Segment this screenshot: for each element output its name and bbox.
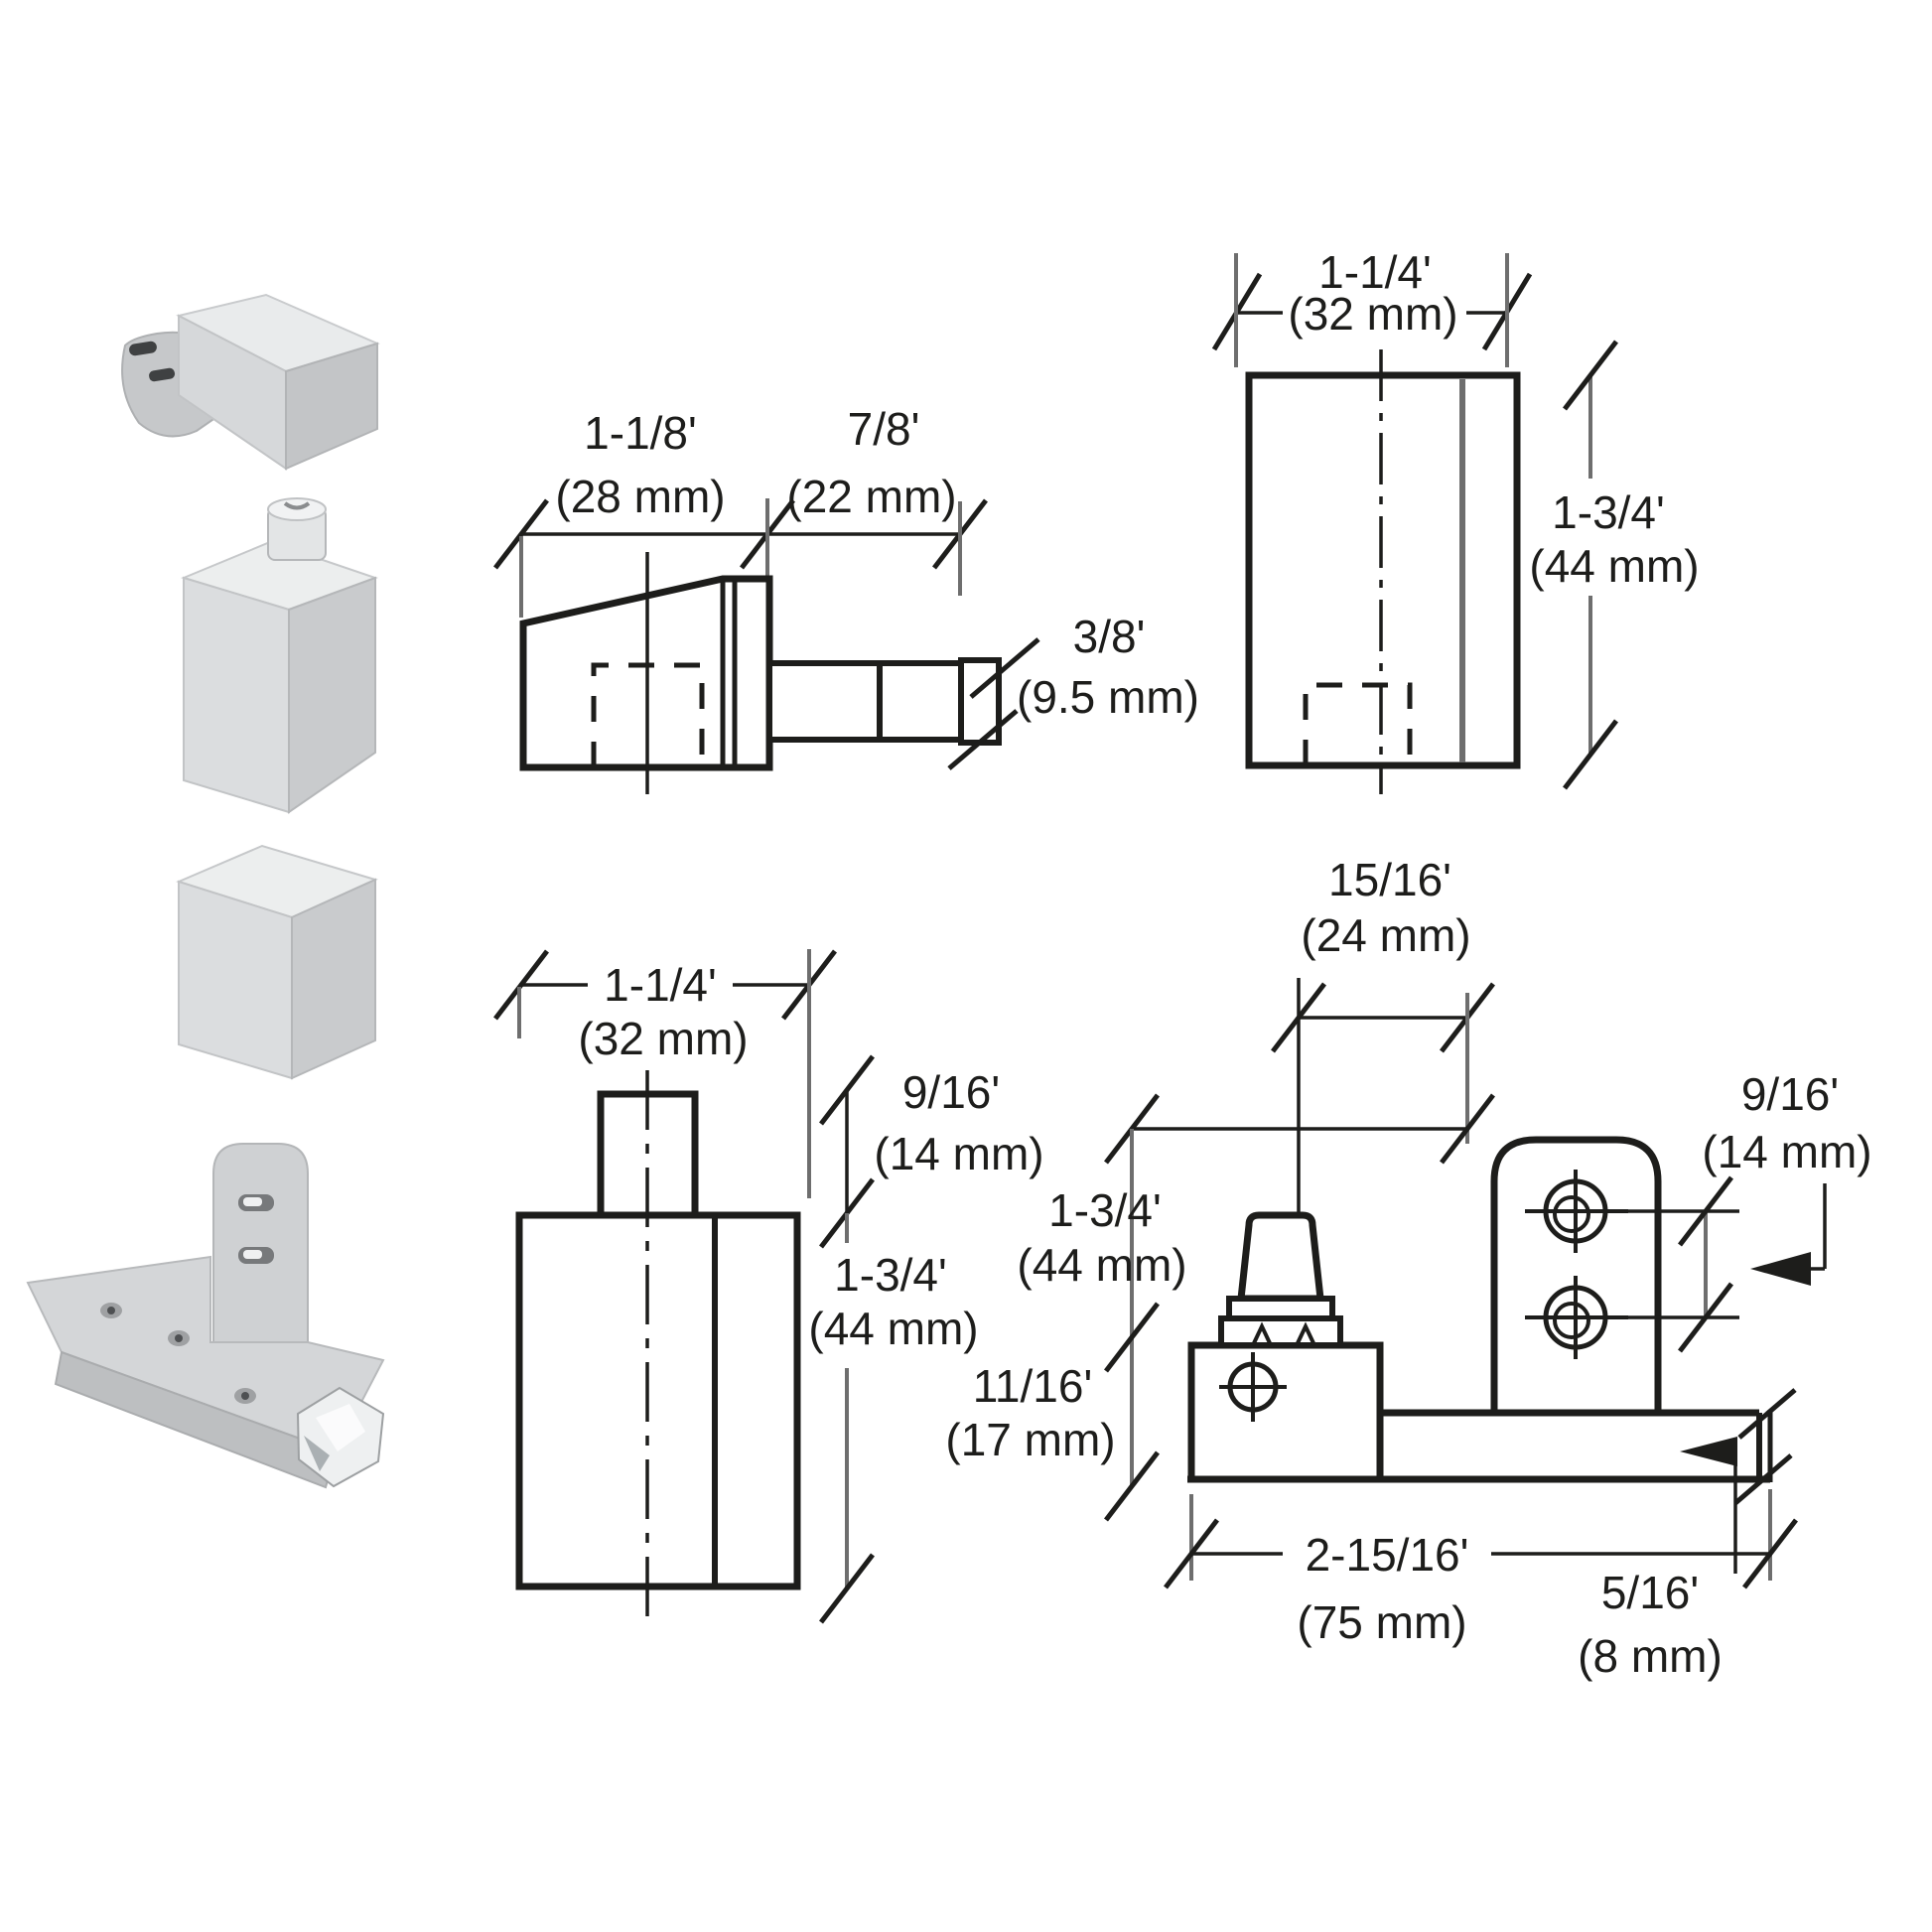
wedge-side-face bbox=[285, 342, 378, 471]
base-block-outline bbox=[1187, 1341, 1384, 1483]
dim-label-mm: (17 mm) bbox=[945, 1414, 1115, 1465]
dim-label-mm: (44 mm) bbox=[808, 1303, 978, 1354]
tick-mark bbox=[1563, 340, 1618, 411]
dim-label: 2-15/16' bbox=[1306, 1529, 1469, 1581]
pivot-boss-facet bbox=[304, 1436, 330, 1471]
dim-label-mm: (14 mm) bbox=[874, 1128, 1043, 1179]
screw-symbol bbox=[1219, 1352, 1287, 1422]
dim-label: 9/16' bbox=[902, 1066, 1000, 1118]
pivot-stub bbox=[1237, 1211, 1324, 1303]
block-left-face bbox=[183, 576, 290, 814]
dim-label-mm: (32 mm) bbox=[1288, 288, 1457, 340]
tick-mark bbox=[969, 637, 1040, 699]
photo-bottom-pivot-bracket bbox=[26, 1143, 385, 1489]
tick-mark bbox=[493, 949, 549, 1021]
tick-mark bbox=[1440, 1093, 1495, 1165]
pin-notch bbox=[283, 501, 311, 510]
tick-mark bbox=[1737, 1388, 1797, 1440]
dim-label-mm: (24 mm) bbox=[1301, 909, 1470, 961]
floor-pivot-drawing: 15/16' (24 mm) 1-3/4' (44 mm) 11/16' (17… bbox=[945, 854, 1871, 1682]
stub-leg bbox=[1295, 1321, 1316, 1346]
photo-cover-block bbox=[176, 844, 378, 1080]
stub-base-plate bbox=[1218, 1315, 1343, 1348]
plate-hole bbox=[149, 367, 176, 382]
dim-label-mm: (28 mm) bbox=[555, 471, 725, 522]
dim-label: 1-3/4' bbox=[1552, 486, 1665, 538]
dim-label: 9/16' bbox=[1741, 1068, 1839, 1120]
tick-mark bbox=[947, 709, 1019, 770]
hardware-photo-column bbox=[26, 293, 385, 1489]
dim-label: 1-3/4' bbox=[834, 1249, 947, 1301]
tick-mark bbox=[1164, 1518, 1219, 1589]
pivot-stem bbox=[766, 660, 964, 743]
tick-mark bbox=[1104, 1302, 1160, 1373]
dim-label: 15/16' bbox=[1328, 854, 1451, 905]
tick-mark bbox=[1742, 1518, 1798, 1589]
upright-tab bbox=[212, 1143, 309, 1343]
tab-slot-highlight bbox=[243, 1197, 262, 1206]
leader-arrow bbox=[1680, 1437, 1737, 1574]
tab-slot-highlight bbox=[243, 1250, 262, 1259]
base-plate-edge bbox=[54, 1350, 338, 1489]
dim-label: 11/16' bbox=[973, 1360, 1092, 1412]
dim-label: 1-1/4' bbox=[1318, 246, 1432, 298]
leader-arrow bbox=[1750, 1183, 1827, 1286]
dim-label-mm: (8 mm) bbox=[1578, 1630, 1723, 1682]
block-left-face bbox=[178, 880, 293, 1080]
dim-label-mm: (9.5 mm) bbox=[1017, 671, 1199, 723]
tick-mark bbox=[1733, 1453, 1793, 1505]
tick-mark bbox=[819, 1054, 875, 1126]
dim-label: 1-3/4' bbox=[1048, 1184, 1162, 1236]
dim-label-mm: (32 mm) bbox=[578, 1013, 748, 1064]
dim-label: 3/8' bbox=[1073, 611, 1146, 662]
photo-pivot-pin-block bbox=[181, 497, 378, 814]
plate-screws bbox=[100, 1303, 256, 1404]
pivot-boss-highlight bbox=[316, 1404, 365, 1451]
upright-bracket-outline bbox=[1490, 1136, 1662, 1413]
photo-top-pivot-wedge-cap bbox=[121, 293, 380, 471]
block-front-outline bbox=[1245, 371, 1521, 769]
dim-label: 5/16' bbox=[1601, 1567, 1699, 1618]
front-view-drawing: 1-1/4' (32 mm) 1-3/4' (44 mm) bbox=[1211, 246, 1700, 794]
body-outline bbox=[515, 1211, 801, 1590]
side-view-drawing: 1-1/8' (28 mm) 7/8' (22 mm) 3/8' (9.5 mm… bbox=[493, 403, 1199, 794]
tick-mark bbox=[819, 1553, 875, 1624]
plate-hole bbox=[129, 341, 157, 356]
tick-mark bbox=[1104, 1450, 1160, 1522]
dim-label: 7/8' bbox=[848, 403, 920, 455]
stub-leg bbox=[1251, 1321, 1273, 1346]
dim-label-mm: (14 mm) bbox=[1702, 1126, 1871, 1177]
dim-label-mm: (44 mm) bbox=[1529, 540, 1699, 592]
tick-mark bbox=[1678, 1282, 1733, 1353]
dim-label: 1-1/4' bbox=[604, 959, 717, 1011]
dim-label: 1-1/8' bbox=[584, 407, 697, 459]
tick-mark bbox=[493, 498, 549, 570]
tick-mark bbox=[1563, 719, 1618, 790]
dim-label-mm: (75 mm) bbox=[1297, 1596, 1466, 1648]
block-right-face bbox=[291, 878, 376, 1080]
tick-mark bbox=[1678, 1175, 1733, 1247]
block-right-face bbox=[288, 576, 376, 814]
dim-label-mm: (22 mm) bbox=[786, 471, 956, 522]
dim-label-mm: (44 mm) bbox=[1017, 1239, 1186, 1291]
jamb-part-drawing: 1-1/4' (32 mm) 9/16' (14 mm) 1-3/4' (44 … bbox=[493, 949, 1044, 1630]
